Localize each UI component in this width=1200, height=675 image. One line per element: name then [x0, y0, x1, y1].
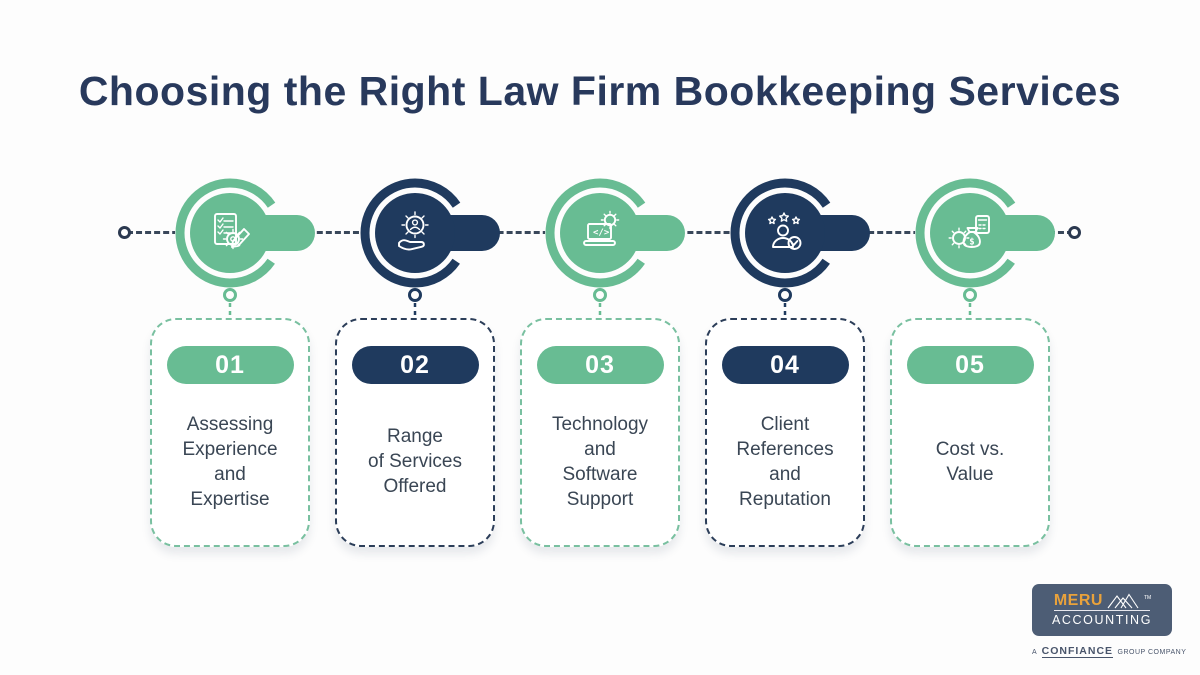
checklist-gear-pencil-icon [214, 213, 250, 250]
step-card-1: 01 Assessing Experience and Expertise [150, 318, 310, 547]
laptop-code-gear-icon: </> [583, 210, 620, 246]
mountains-icon [1107, 593, 1139, 609]
step-label: Assessing Experience and Expertise [182, 413, 278, 510]
step-label: Client References and Reputation [736, 413, 834, 510]
step-card-2: 02 Range of Services Offered [335, 318, 495, 547]
svg-text:</>: </> [593, 228, 610, 238]
step-number-badge: 04 [721, 346, 849, 384]
step-card-5: 05 Cost vs. Value [890, 318, 1050, 547]
meru-accounting-logo: MERU TM ACCOUNTING [1032, 584, 1172, 636]
step-1-medallion [175, 178, 315, 319]
person-stars-check-icon [767, 212, 802, 250]
step-number-badge: 03 [536, 346, 664, 384]
step-4-medallion [730, 178, 870, 319]
step-label: Range of Services Offered [368, 426, 462, 497]
step-number-badge: 01 [166, 346, 294, 384]
tagline-prefix: A [1032, 649, 1038, 656]
step-3-medallion: </> [545, 178, 685, 319]
logo-tagline: A CONFIANCE GROUP COMPANY [1032, 641, 1186, 659]
step-label: Technology and Software Support [551, 413, 649, 510]
step-card-3: 03 Technology and Software Support [520, 318, 680, 547]
svg-text:$: $ [969, 238, 974, 248]
gear-moneybag-calculator-icon: $ [948, 215, 990, 249]
step-number-badge: 02 [351, 346, 479, 384]
page-title: Choosing the Right Law Firm Bookkeeping … [78, 68, 1122, 114]
step-5-medallion: $ [915, 178, 1055, 319]
tagline-suffix: GROUP COMPANY [1117, 649, 1187, 656]
timeline-end-node [1068, 226, 1081, 239]
logo-brand-subname: ACCOUNTING [1051, 613, 1153, 627]
step-number-badge: 05 [906, 346, 1034, 384]
step-card-4: 04 Client References and Reputation [705, 318, 865, 547]
trademark-symbol: TM [1143, 595, 1152, 601]
step-label: Cost vs. Value [935, 438, 1005, 485]
tagline-brand: CONFIANCE [1041, 645, 1114, 658]
logo-brand-name: MERU [1053, 592, 1103, 609]
timeline-start-node [118, 226, 131, 239]
step-2-medallion [360, 178, 500, 319]
hand-holding-gear-icon [398, 211, 429, 251]
